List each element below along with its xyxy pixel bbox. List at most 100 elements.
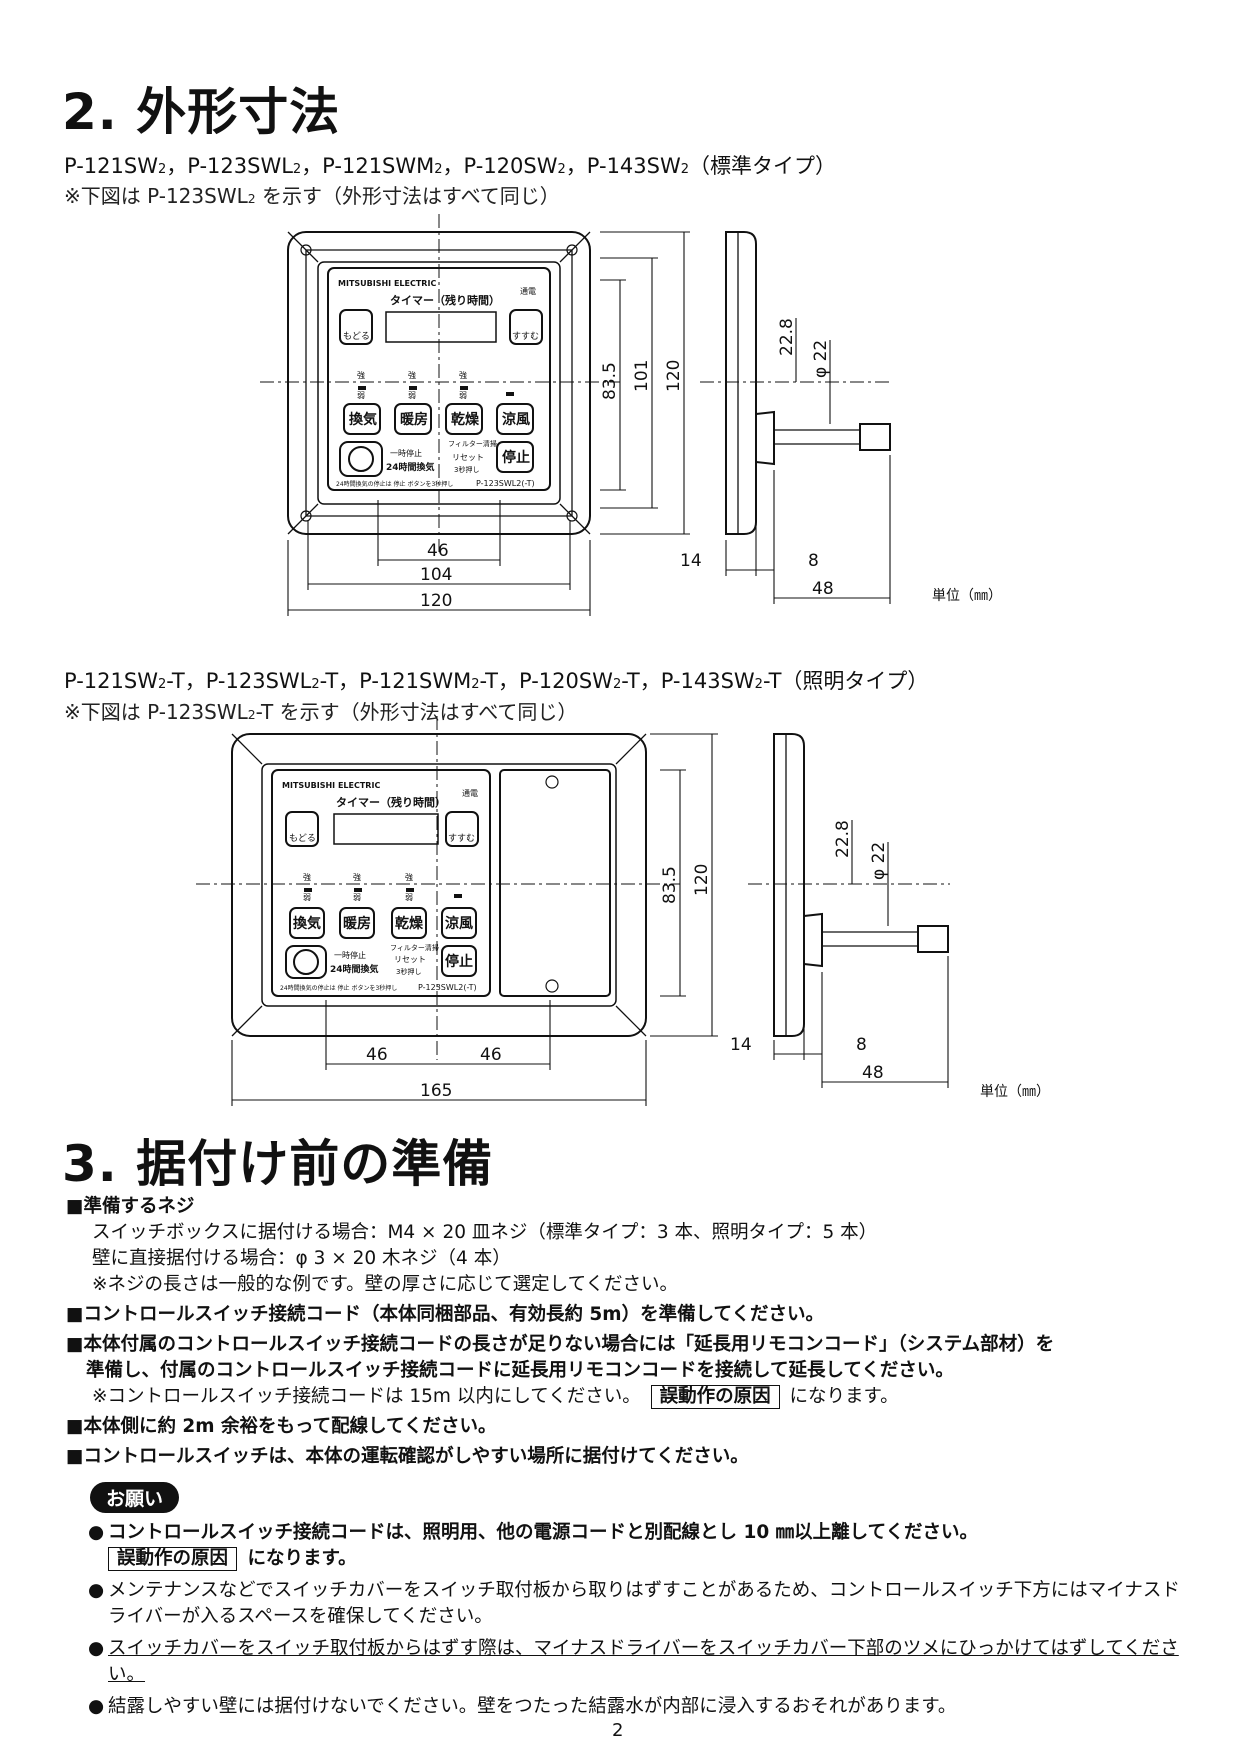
figure-lighting-type: MITSUBISHI ELECTRIC タイマー（残り時間） 通電 もどる すす… (196, 716, 1050, 1106)
filter-label: フィルター清掃 (448, 439, 497, 448)
strong-2: 強 (408, 370, 416, 380)
dim2-165: 165 (420, 1081, 452, 1101)
btn-ventilate-2: 換気 (293, 915, 321, 932)
strong-2-1: 強 (303, 872, 311, 882)
screws-line-2: 壁に直接据付ける場合：φ 3 × 20 木ネジ（4 本） (92, 1248, 511, 1269)
section-3-title: 3. 据付け前の準備 (62, 1135, 494, 1193)
margin-item: ■本体側に約 2m 余裕をもって配線してください。 (66, 1416, 497, 1437)
reset-label: リセット (452, 453, 484, 462)
strong-3: 強 (459, 370, 467, 380)
h24-label: 24時間換気 (386, 461, 435, 473)
bullet: ● (88, 1580, 105, 1601)
weak-2: 弱 (408, 391, 416, 400)
btn-heat: 暖房 (400, 411, 428, 428)
dim-14: 14 (680, 551, 702, 571)
cord-item: ■コントロールスイッチ接続コード（本体同梱部品、有効長約 5m）を準備してくださ… (66, 1304, 824, 1325)
dim-phi-22: φ 22 (811, 340, 831, 378)
pause-label-2: 一時停止 (334, 950, 366, 960)
page-number: 2 (612, 1720, 624, 1741)
btn-ventilate: 換気 (349, 411, 377, 428)
btn-cool: 涼風 (502, 411, 530, 428)
filter-label-2: フィルター清掃 (390, 943, 439, 952)
unit-label-2: 単位（㎜） (980, 1084, 1050, 1100)
fig1-note: ※下図は P-123SWL2 を示す（外形寸法はすべて同じ） (64, 184, 560, 208)
unit-label-1: 単位（㎜） (932, 588, 1002, 604)
request-list: ● コントロールスイッチ接続コードは、照明用、他の電源コードと別配線とし 10 … (88, 1520, 1188, 1726)
btn-dry: 乾燥 (451, 411, 480, 428)
model-label: P-123SWL2(-T) (476, 479, 535, 488)
extension-note-tail: になります。 (789, 1386, 899, 1407)
timer-label: タイマー（残り時間） (390, 293, 500, 307)
weak-1: 弱 (357, 391, 365, 400)
h24-label-2: 24時間換気 (330, 963, 379, 975)
strong-2-2: 強 (353, 872, 361, 882)
weak-2-1: 弱 (303, 893, 311, 902)
bullet: ● (88, 1522, 105, 1543)
extension-line-1: ■本体付属のコントロールスイッチ接続コードの長さが足りない場合には「延長用リモコ… (66, 1334, 1055, 1355)
dim-46: 46 (427, 541, 449, 561)
btn-heat-2: 暖房 (343, 915, 371, 932)
dim2-46b: 46 (480, 1045, 502, 1065)
extension-note: ※コントロールスイッチ接続コードは 15m 以内にしてください。 誤動作の原因 … (66, 1384, 1196, 1410)
power-label: 通電 (520, 286, 536, 296)
preparation-list: ■準備するネジ スイッチボックスに据付ける場合：M4 × 20 皿ネジ（標準タイ… (66, 1194, 1196, 1470)
request-1-tail: になります。 (247, 1548, 357, 1569)
request-3-text: スイッチカバーをスイッチ取付板からはずす際は、マイナスドライバーをスイッチカバー… (108, 1638, 1179, 1685)
dim-48: 48 (812, 579, 834, 599)
fig2-models: P-121SW2-T，P-123SWL2-T，P-121SWM2-T，P-120… (64, 669, 929, 693)
dim-120-h: 120 (664, 360, 684, 392)
dim2-22-8: 22.8 (833, 820, 853, 858)
request-label: お願い (90, 1482, 180, 1513)
dim2-14: 14 (730, 1035, 752, 1055)
btn-stop-2: 停止 (445, 953, 473, 970)
reset-label-2: リセット (394, 955, 426, 964)
dim2-120: 120 (692, 864, 712, 896)
weak-2-2: 弱 (353, 893, 361, 902)
weak-2-3: 弱 (405, 893, 413, 902)
dim2-46a: 46 (366, 1045, 388, 1065)
bullet: ● (88, 1696, 105, 1717)
dim-83-5: 83.5 (600, 362, 620, 400)
bullet: ● (88, 1638, 105, 1659)
dim2-phi-22: φ 22 (869, 842, 889, 880)
timer-label-2: タイマー（残り時間） (336, 795, 446, 809)
dim2-8: 8 (856, 1035, 867, 1055)
model-label-2: P-123SWL2(-T) (418, 983, 477, 992)
footer-label-2: 24時間換気の停止は 停止 ボタンを3秒押し (280, 984, 397, 992)
request-item-1: ● コントロールスイッチ接続コードは、照明用、他の電源コードと別配線とし 10 … (88, 1520, 1188, 1572)
malfunction-box-2: 誤動作の原因 (108, 1547, 238, 1571)
reset-sub-2: 3秒押し (396, 967, 421, 976)
footer-label: 24時間換気の停止は 停止 ボタンを3秒押し (336, 480, 453, 488)
fig1-models: P-121SW2，P-123SWL2，P-121SWM2，P-120SW2，P-… (64, 154, 837, 178)
dim-8: 8 (808, 551, 819, 571)
btn-dry-2: 乾燥 (395, 915, 424, 932)
request-4-text: 結露しやすい壁には据付けないでください。壁をつたった結露水が内部に浸入するおそれ… (108, 1696, 957, 1717)
screws-line-1: スイッチボックスに据付ける場合：M4 × 20 皿ネジ（標準タイプ：3 本、照明… (92, 1222, 878, 1243)
dim-120-w: 120 (420, 591, 452, 611)
pause-label: 一時停止 (390, 448, 422, 458)
extension-line-2: 準備し、付属のコントロールスイッチ接続コードに延長用リモコンコードを接続して延長… (86, 1360, 954, 1381)
screws-note: ※ネジの長さは一般的な例です。壁の厚さに応じて選定してください。 (92, 1274, 679, 1295)
reset-sub: 3秒押し (454, 465, 479, 474)
btn-cool-2: 涼風 (445, 915, 473, 932)
section-2-title: 2. 外形寸法 (62, 83, 341, 141)
dim2-83-5: 83.5 (660, 866, 680, 904)
dim-101: 101 (632, 360, 652, 392)
brand-logo: MITSUBISHI ELECTRIC (338, 279, 436, 288)
weak-3: 弱 (459, 391, 467, 400)
request-item-3: ● スイッチカバーをスイッチ取付板からはずす際は、マイナスドライバーをスイッチカ… (88, 1636, 1188, 1688)
forward-label-2: すすむ (448, 833, 475, 844)
dim2-48: 48 (862, 1063, 884, 1083)
request-item-2: ● メンテナンスなどでスイッチカバーをスイッチ取付板から取りはずすことがあるため… (88, 1578, 1188, 1630)
strong-2-3: 強 (405, 872, 413, 882)
brand-logo-2: MITSUBISHI ELECTRIC (282, 781, 380, 790)
request-item-4: ● 結露しやすい壁には据付けないでください。壁をつたった結露水が内部に浸入するお… (88, 1694, 1188, 1720)
strong-1: 強 (357, 370, 365, 380)
figure-standard-type: MITSUBISHI ELECTRIC タイマー（残り時間） 通電 もどる すす… (260, 214, 1002, 616)
request-2-text: メンテナンスなどでスイッチカバーをスイッチ取付板から取りはずすことがあるため、コ… (108, 1580, 1180, 1627)
btn-stop: 停止 (502, 449, 530, 466)
fig2-note: ※下図は P-123SWL2-T を示す（外形寸法はすべて同じ） (64, 700, 578, 724)
placement-item: ■コントロールスイッチは、本体の運転確認がしやすい場所に据付けてください。 (66, 1446, 749, 1467)
dim-22-8: 22.8 (777, 318, 797, 356)
power-label-2: 通電 (462, 788, 478, 798)
